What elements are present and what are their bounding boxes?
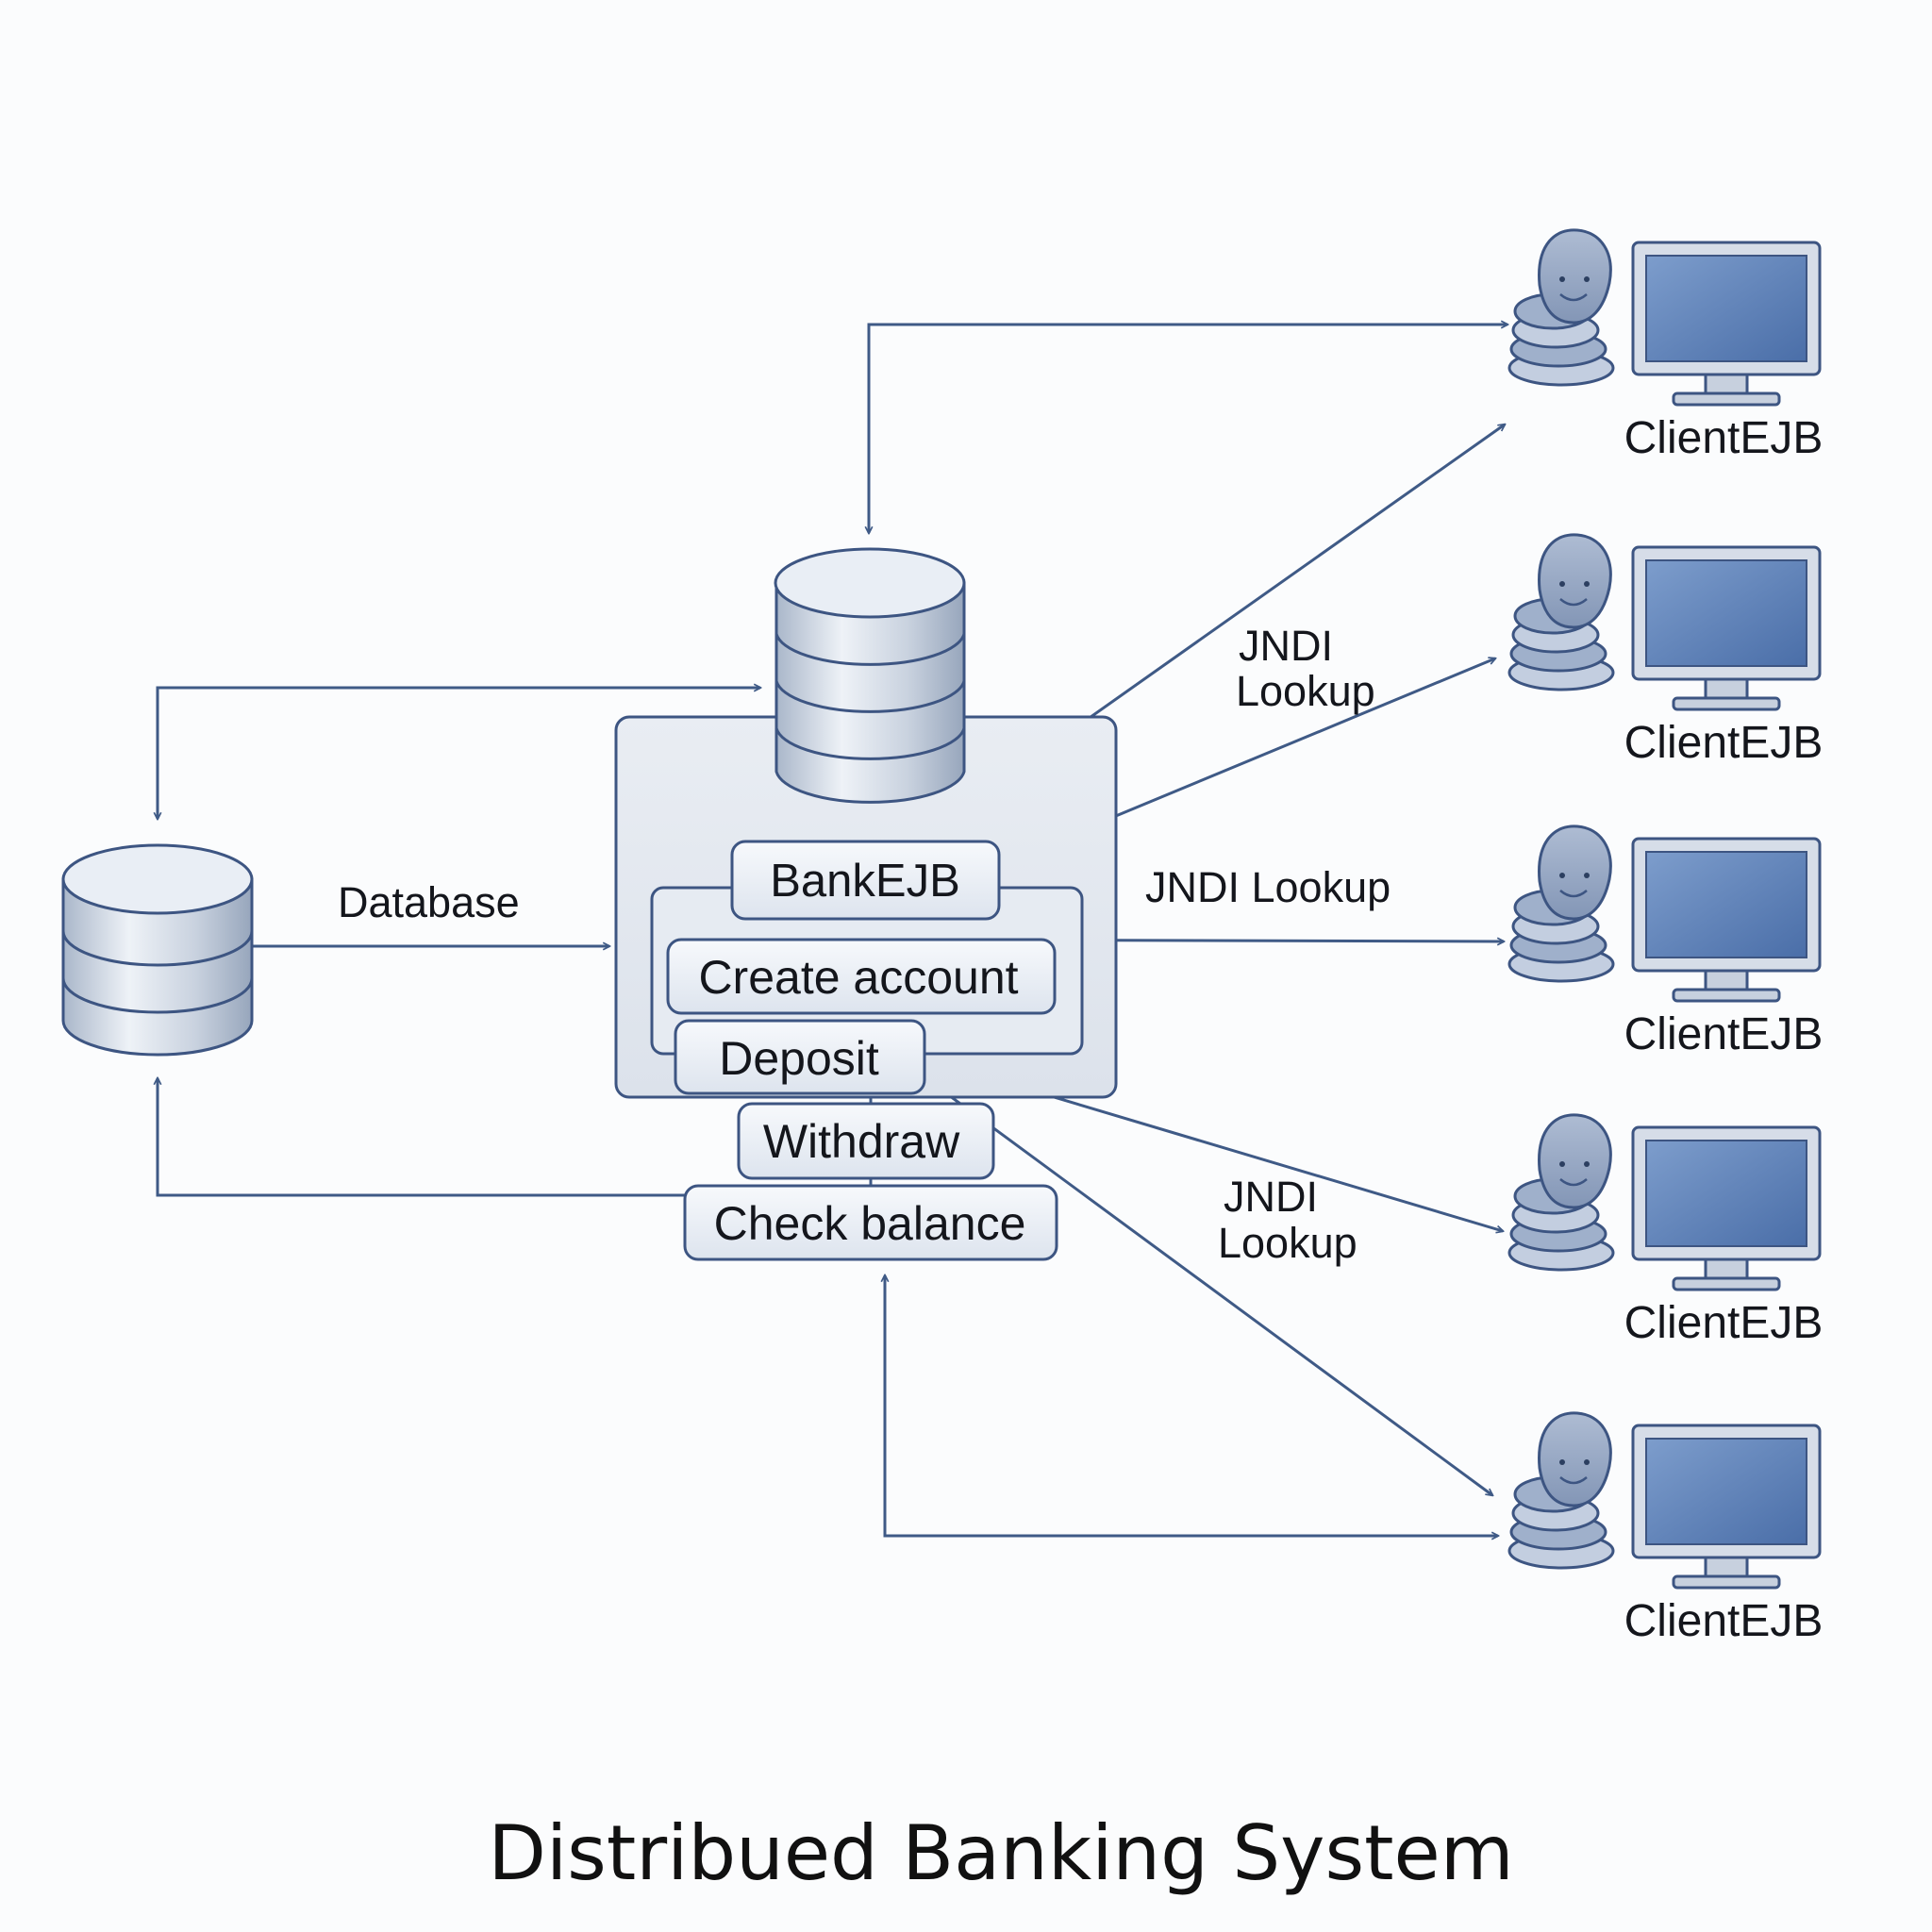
diagram-title: Distribued Banking System xyxy=(488,1809,1513,1897)
client-4[interactable]: ClientEJB xyxy=(1507,1113,1824,1348)
bankdb-to-client-1-arrow xyxy=(869,325,1507,533)
monitor-icon xyxy=(1631,837,1822,1003)
bank-ejb-label: BankEJB xyxy=(770,856,960,907)
operation-create-account[interactable]: Create account xyxy=(666,938,1057,1015)
client-2[interactable]: ClientEJB xyxy=(1507,533,1824,768)
operation-label: Withdraw xyxy=(763,1115,960,1168)
client-label: ClientEJB xyxy=(1624,413,1824,463)
database-to-bankdb-arrow xyxy=(158,688,760,819)
client-label: ClientEJB xyxy=(1624,1596,1824,1646)
monitor-icon xyxy=(1631,241,1822,407)
check-balance-to-client-5-arrow xyxy=(885,1275,1498,1536)
bank-database-icon xyxy=(774,547,966,804)
monitor-icon xyxy=(1631,1125,1822,1291)
client-3[interactable]: ClientEJB xyxy=(1507,824,1824,1059)
client-label: ClientEJB xyxy=(1624,1009,1824,1059)
jndi-lookup-label-3-line2: Lookup xyxy=(1218,1219,1357,1267)
jndi-lookup-label-1-line2: Lookup xyxy=(1236,667,1375,715)
client-5[interactable]: ClientEJB xyxy=(1507,1411,1824,1646)
database-icon xyxy=(61,843,254,1057)
user-icon xyxy=(1507,228,1615,387)
jndi-lookup-label-3: JNDI xyxy=(1224,1173,1318,1221)
operation-label: Deposit xyxy=(719,1032,879,1085)
client-1[interactable]: ClientEJB xyxy=(1507,228,1824,463)
deposit-to-client-5-arrow xyxy=(924,1075,1492,1495)
operation-withdraw[interactable]: Withdraw xyxy=(737,1102,995,1180)
user-icon xyxy=(1507,533,1615,691)
user-icon xyxy=(1507,1113,1615,1272)
client-label: ClientEJB xyxy=(1624,1298,1824,1348)
user-icon xyxy=(1507,1411,1615,1570)
operation-check-balance[interactable]: Check balance xyxy=(683,1184,1058,1261)
monitor-icon xyxy=(1631,1424,1822,1590)
user-icon xyxy=(1507,824,1615,983)
operation-deposit[interactable]: Deposit xyxy=(674,1019,926,1095)
bank-ejb-pill[interactable]: BankEJB xyxy=(730,840,1001,921)
database-label: Database xyxy=(338,878,520,926)
client-label: ClientEJB xyxy=(1624,718,1824,768)
operation-label: Create account xyxy=(698,951,1018,1004)
operation-label: Check balance xyxy=(714,1197,1026,1250)
jndi-lookup-label-1: JNDI xyxy=(1239,622,1333,670)
clients: ClientEJB ClientEJB ClientEJB ClientEJB Clie… xyxy=(1507,228,1824,1646)
check-balance-to-database-arrow xyxy=(158,1078,685,1197)
monitor-icon xyxy=(1631,545,1822,711)
jndi-lookup-label-2: JNDI Lookup xyxy=(1145,863,1391,911)
